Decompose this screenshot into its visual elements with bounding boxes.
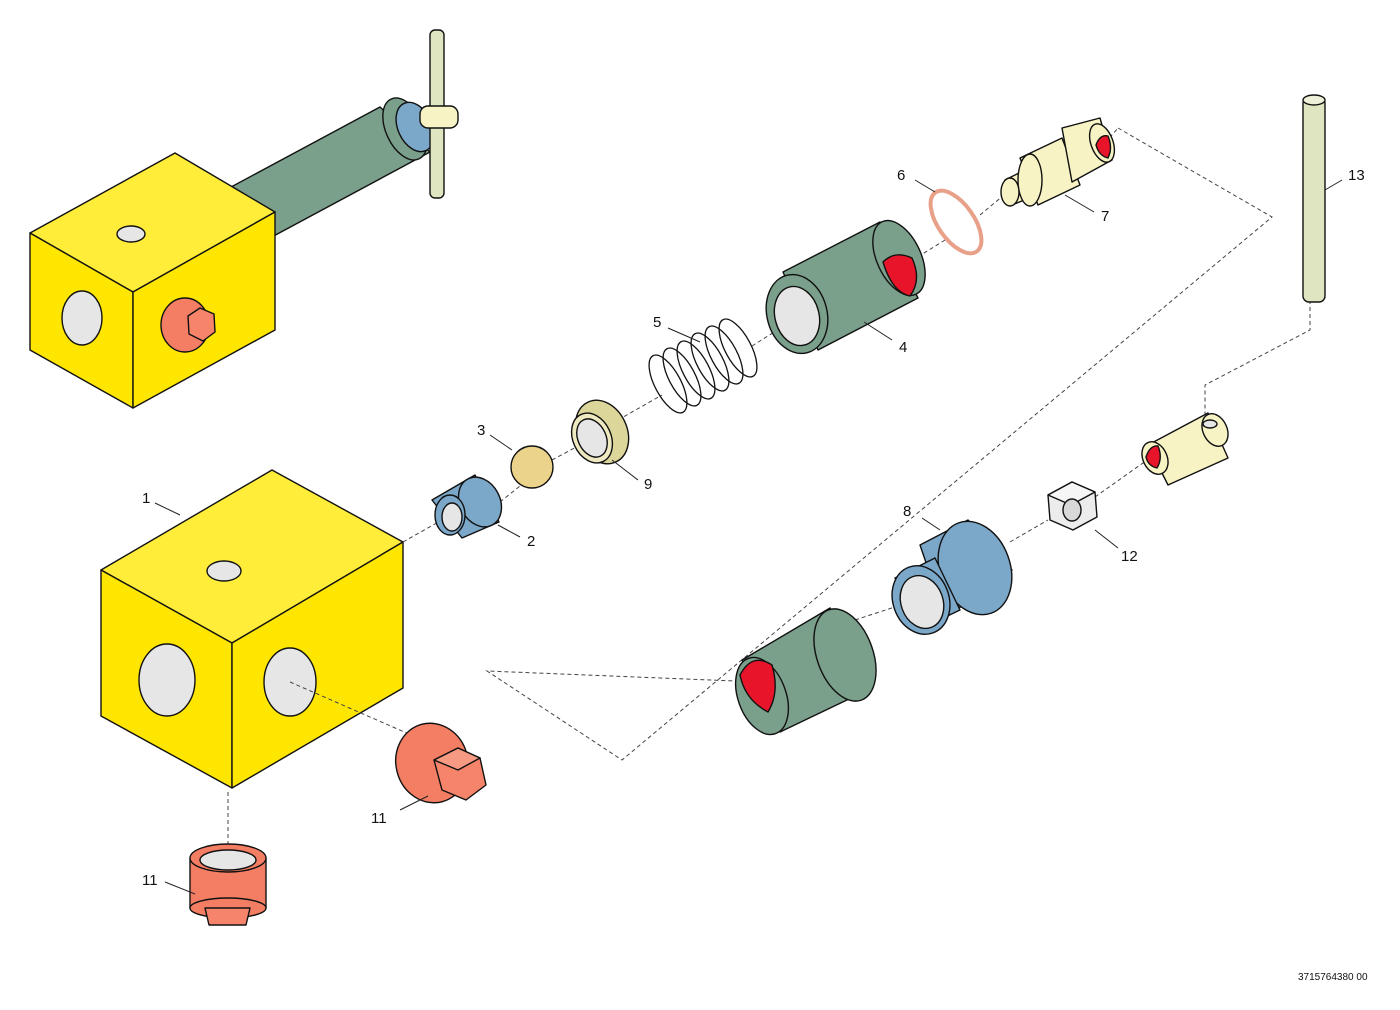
- block-left-hole: [138, 643, 196, 717]
- assembled-t-handle: [419, 29, 459, 199]
- lower-green-tube: [734, 607, 877, 736]
- assembled-side-hole: [61, 290, 103, 346]
- valve-sleeve: [765, 219, 926, 355]
- assembly-axes: [227, 127, 1311, 860]
- plug-bottom: [189, 843, 267, 926]
- assembled-valve: [29, 29, 459, 409]
- callouts: 1 2 3 9 5 4 6 7 13 8 12 11 11: [142, 167, 1365, 889]
- callout-4: 4: [899, 339, 907, 356]
- pin: [1302, 94, 1326, 303]
- adapter: [891, 519, 1013, 635]
- hex-nut: [1047, 481, 1098, 531]
- leader-lines: [154, 179, 1343, 895]
- reference-number: 3715764380 00: [1298, 972, 1368, 983]
- callout-8: 8: [903, 503, 911, 520]
- block-top-hole: [206, 560, 242, 582]
- spring: [648, 318, 758, 414]
- callout-7: 7: [1101, 208, 1109, 225]
- callout-13: 13: [1348, 167, 1365, 184]
- sealing-ring: [928, 188, 984, 256]
- seat-ring: [570, 399, 630, 465]
- callout-1: 1: [142, 490, 150, 507]
- callout-3: 3: [477, 422, 485, 439]
- piston: [1000, 117, 1116, 207]
- callout-12: 12: [1121, 548, 1138, 565]
- callout-11-right: 11: [371, 810, 387, 827]
- plug-right: [395, 722, 487, 804]
- callout-6: 6: [897, 167, 905, 184]
- callout-5: 5: [653, 314, 661, 331]
- callout-11-bottom: 11: [142, 872, 158, 889]
- callout-9: 9: [644, 476, 652, 493]
- callout-2: 2: [527, 533, 535, 550]
- valve-block: [100, 469, 404, 789]
- lever-piece: [1141, 412, 1229, 486]
- assembled-salmon-plug: [160, 297, 216, 353]
- assembled-yellow-block: [29, 152, 276, 409]
- ball: [510, 445, 554, 489]
- assembled-top-hole: [116, 225, 146, 243]
- cone-seat: [431, 474, 503, 539]
